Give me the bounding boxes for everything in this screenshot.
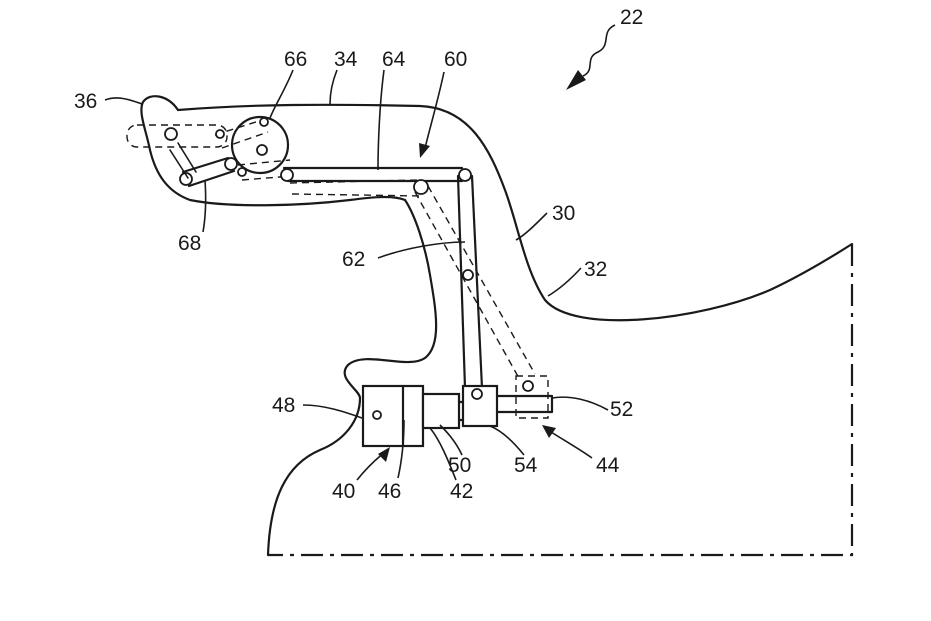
label-62: 62 xyxy=(342,248,365,271)
dashed-link-64-alt xyxy=(289,179,423,197)
label-66: 66 xyxy=(284,48,307,71)
leader-60-head xyxy=(419,143,430,158)
leader-68 xyxy=(202,179,207,233)
leader-44 xyxy=(547,429,593,459)
dashed-link-pivot xyxy=(413,179,429,195)
leader-50 xyxy=(439,424,463,456)
dashed-crank-44 xyxy=(515,375,549,419)
shaft-52 xyxy=(495,394,554,414)
label-42: 42 xyxy=(450,480,473,503)
leader-54 xyxy=(489,425,525,456)
leader-44-head xyxy=(542,425,556,438)
lever-68 xyxy=(181,156,236,188)
plate-pin-2 xyxy=(215,129,225,139)
leader-36 xyxy=(104,97,143,105)
leader-46 xyxy=(397,419,405,479)
crank-pin xyxy=(471,388,483,400)
link-62 xyxy=(456,174,484,390)
leader-40-head xyxy=(378,447,390,462)
label-22: 22 xyxy=(620,6,643,29)
reference-boundary xyxy=(268,244,854,557)
rotary-housing xyxy=(230,115,290,175)
leader-42 xyxy=(429,427,457,481)
label-54: 54 xyxy=(514,454,538,477)
dashed-link-62-alt xyxy=(414,185,536,381)
label-68: 68 xyxy=(178,232,201,255)
housing-pin xyxy=(259,117,269,127)
label-44: 44 xyxy=(596,454,620,477)
actuator-block-46 xyxy=(361,384,425,448)
link-64 xyxy=(282,166,464,183)
label-64: 64 xyxy=(382,48,406,71)
label-60: 60 xyxy=(444,48,467,71)
leader-32 xyxy=(547,267,582,297)
label-52: 52 xyxy=(610,398,633,421)
link-62-mid-pin xyxy=(462,269,474,281)
lever-pin-front xyxy=(179,172,193,186)
leader-64 xyxy=(377,69,385,171)
leader-66 xyxy=(269,69,294,119)
arrow-22-head xyxy=(566,70,586,90)
leader-30 xyxy=(515,212,548,241)
leader-48 xyxy=(302,404,363,419)
support-arm-contour xyxy=(266,198,438,557)
label-30: 30 xyxy=(552,202,575,225)
lever-pin-rear xyxy=(224,157,238,171)
dashed-crank-pin xyxy=(522,380,534,392)
label-36: 36 xyxy=(74,90,97,113)
label-34: 34 xyxy=(334,48,358,71)
leader-62 xyxy=(377,241,466,259)
link-64-pin-right xyxy=(458,168,472,182)
plate-pin xyxy=(164,127,178,141)
body-outline xyxy=(176,103,854,322)
label-48: 48 xyxy=(272,394,295,417)
label-32: 32 xyxy=(584,258,607,281)
block-hole xyxy=(372,410,382,420)
dashed-pin xyxy=(237,167,247,177)
label-50: 50 xyxy=(448,454,471,477)
link-64-pin-left xyxy=(280,168,294,182)
label-40: 40 xyxy=(332,480,355,503)
leader-60 xyxy=(424,71,445,149)
leader-34 xyxy=(329,69,338,105)
handle-nose xyxy=(140,95,407,207)
arrow-22 xyxy=(582,24,616,77)
dashed-lever-plate xyxy=(126,124,228,148)
shaft-50 xyxy=(421,392,461,430)
housing-hub xyxy=(256,144,268,156)
lever-link-mid xyxy=(169,142,197,179)
label-46: 46 xyxy=(378,480,401,503)
leader-52 xyxy=(551,396,609,411)
